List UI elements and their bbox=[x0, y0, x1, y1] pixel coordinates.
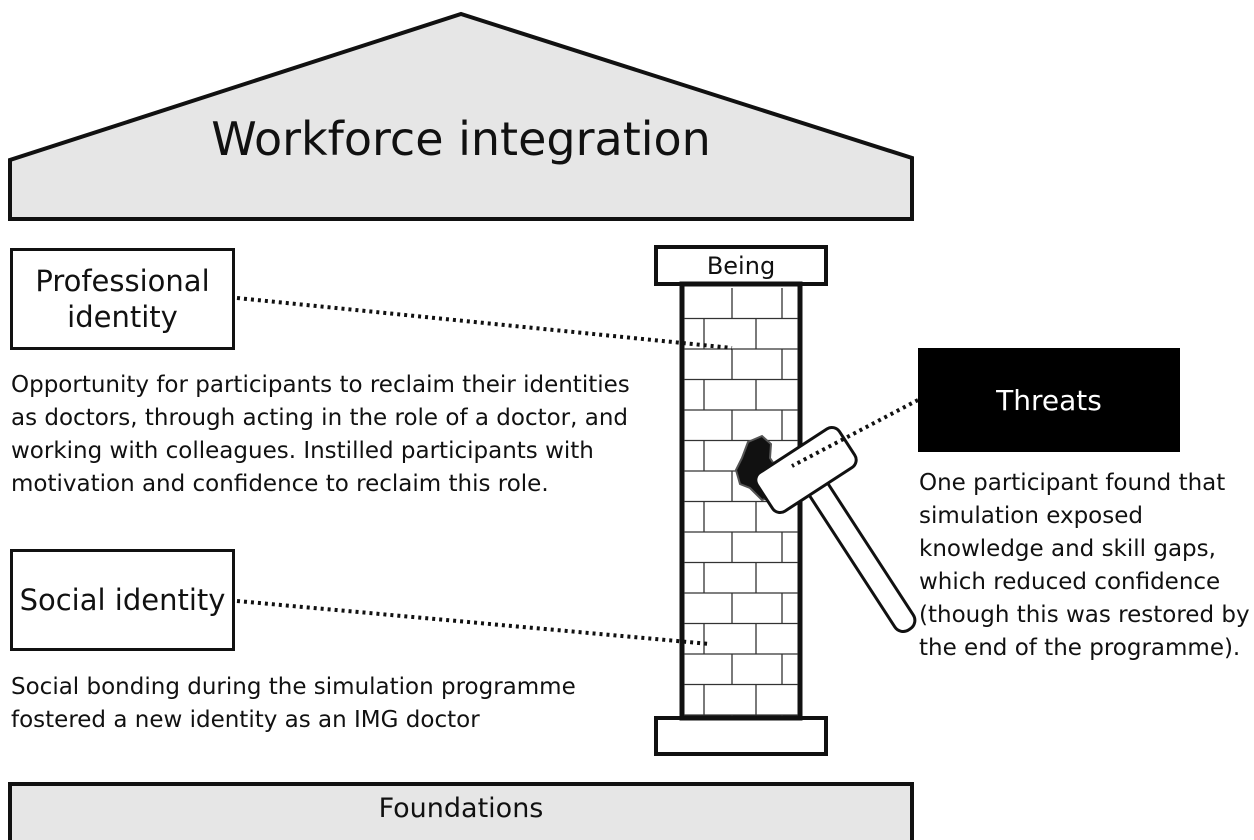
professional-identity-box: Professional identity bbox=[10, 248, 235, 350]
hammer-icon bbox=[754, 425, 917, 634]
professional-identity-description: Opportunity for participants to reclaim … bbox=[11, 372, 630, 497]
threats-heading: Threats bbox=[996, 383, 1102, 417]
social-connector bbox=[236, 599, 711, 646]
professional-identity-heading: Professional identity bbox=[35, 264, 210, 334]
social-identity-description: Social bonding during the simulation pro… bbox=[11, 674, 576, 733]
pillar-shaft bbox=[679, 281, 803, 721]
roof-shape bbox=[8, 11, 914, 221]
threats-description: One participant found that simulation ex… bbox=[919, 470, 1250, 661]
pillar-label: Being bbox=[706, 251, 776, 280]
professional-connector bbox=[236, 296, 733, 350]
threats-box: Threats bbox=[918, 348, 1180, 452]
social-identity-box: Social identity bbox=[10, 549, 235, 651]
threat-connector bbox=[791, 398, 919, 468]
foundation-shape bbox=[8, 782, 914, 840]
foundation-label: Foundations bbox=[378, 793, 544, 824]
roof-title: Workforce integration bbox=[211, 112, 711, 166]
pillar-base bbox=[654, 716, 828, 756]
social-identity-heading: Social identity bbox=[19, 583, 226, 617]
